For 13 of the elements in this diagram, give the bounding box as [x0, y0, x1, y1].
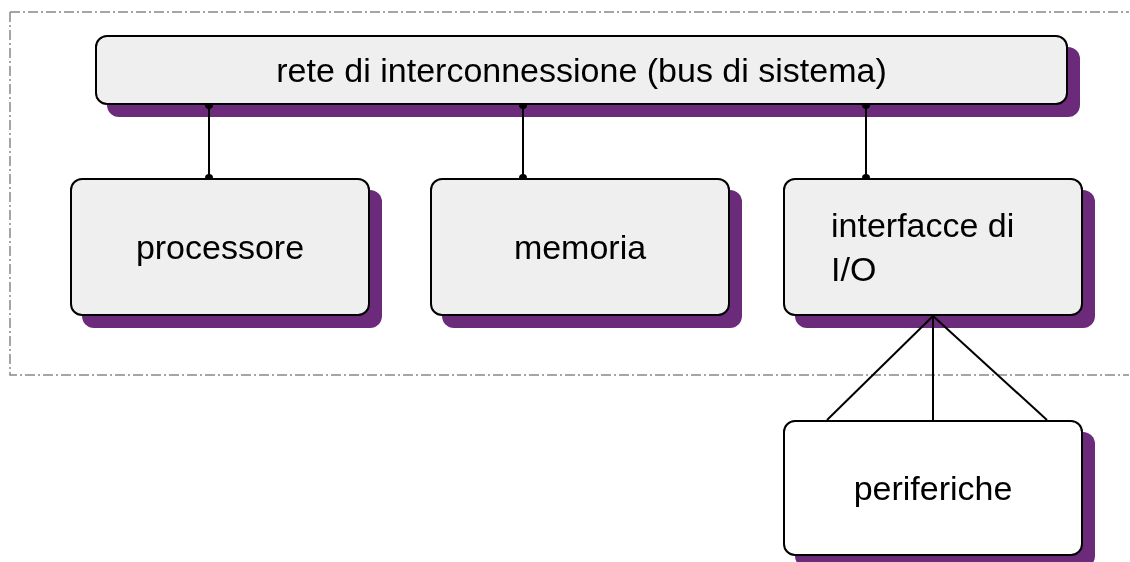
component-box: [70, 178, 370, 316]
box-label: processore: [135, 226, 305, 268]
box-label: periferiche: [853, 467, 1013, 509]
component-box: [783, 420, 1083, 556]
box-label: memoria: [513, 226, 647, 268]
connector-line: [932, 315, 934, 421]
connector-line: [932, 315, 1048, 421]
connector-line: [826, 315, 934, 421]
box-label: rete di interconnessione (bus di sistema): [276, 49, 887, 91]
component-box: [95, 35, 1068, 105]
component-box: [783, 178, 1083, 316]
component-box: [430, 178, 730, 316]
box-label: interfacce di I/O: [831, 204, 1016, 290]
